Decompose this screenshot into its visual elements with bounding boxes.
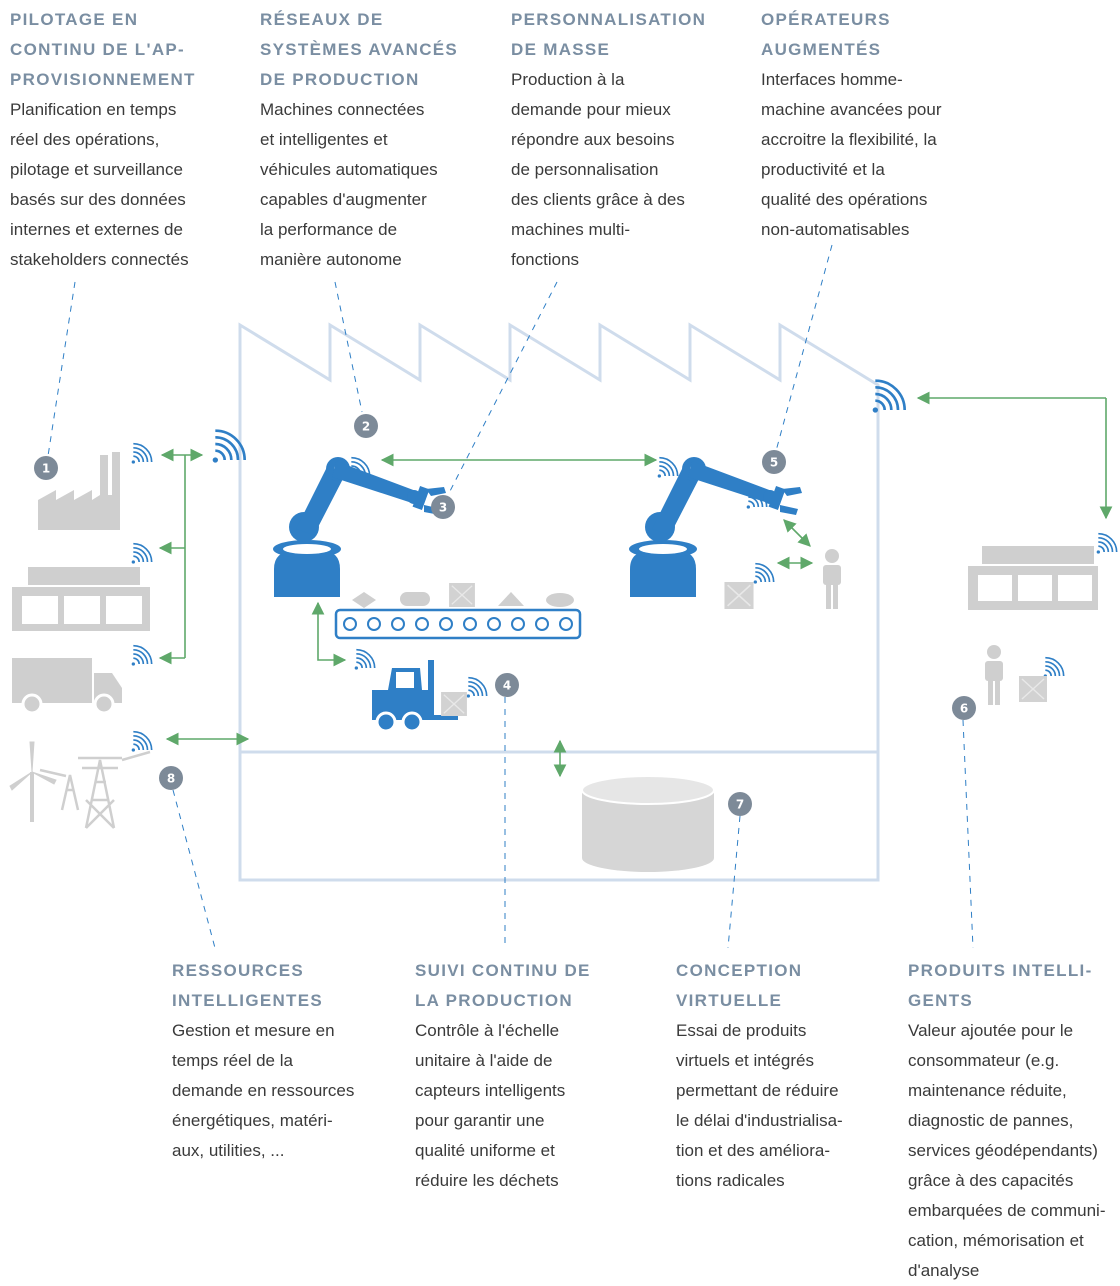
block-description: Valeur ajoutée pour le consommateur (e.g… [908, 1021, 1106, 1280]
badge-8: 8 [159, 766, 183, 790]
svg-text:6: 6 [960, 702, 968, 716]
package-box-icon [1018, 676, 1048, 702]
robot-arm-icon [629, 457, 802, 597]
block-pilotage-approvisionnement: PILOTAGE EN CONTINU DE L'AP- PROVISIONNE… [10, 5, 215, 275]
store-icon [968, 546, 1098, 610]
svg-text:8: 8 [167, 772, 175, 786]
badge-2: 2 [354, 414, 378, 438]
badge-4: 4 [495, 673, 519, 697]
block-conception-virtuelle: CONCEPTION VIRTUELLE Essai de produits v… [676, 956, 881, 1196]
block-description: Contrôle à l'échelle unitaire à l'aide d… [415, 1021, 566, 1190]
block-title: RÉSEAUX DE SYSTÈMES AVANCÉS DE PRODUCTIO… [260, 10, 459, 89]
block-title: CONCEPTION VIRTUELLE [676, 961, 803, 1010]
robot-arm-icon [273, 457, 446, 597]
factory-icon [38, 452, 120, 530]
block-title: PILOTAGE EN CONTINU DE L'AP- PROVISIONNE… [10, 10, 196, 89]
store-icon [12, 567, 150, 631]
block-title: RESSOURCES INTELLIGENTES [172, 961, 324, 1010]
antenna-icon [211, 379, 907, 464]
block-produits-intelligents: PRODUITS INTELLI- GENTS Valeur ajoutée p… [908, 956, 1113, 1286]
block-personnalisation-masse: PERSONNALISATION DE MASSE Production à l… [511, 5, 716, 275]
block-description: Machines connectées et intelligentes et … [260, 100, 438, 269]
data-flow-arrows [158, 391, 1113, 778]
block-description: Essai de produits virtuels et intégrés p… [676, 1021, 843, 1190]
badge-6: 6 [952, 696, 976, 720]
svg-text:1: 1 [42, 462, 50, 476]
block-title: SUIVI CONTINU DE LA PRODUCTION [415, 961, 591, 1010]
operator-person-icon [823, 549, 841, 609]
package-box-icon [724, 582, 754, 609]
badge-5: 5 [762, 450, 786, 474]
svg-text:3: 3 [439, 501, 447, 515]
conveyor-belt-icon [334, 583, 582, 640]
operator-person-icon [985, 645, 1003, 705]
block-title: OPÉRATEURS AUGMENTÉS [761, 10, 891, 59]
svg-text:2: 2 [362, 420, 370, 434]
svg-text:5: 5 [770, 456, 778, 470]
svg-text:4: 4 [503, 679, 511, 693]
block-operateurs-augmentes: OPÉRATEURS AUGMENTÉS Interfaces homme- m… [761, 5, 966, 245]
database-cylinder-icon [581, 775, 715, 872]
block-description: Production à la demande pour mieux répon… [511, 70, 685, 269]
block-title: PERSONNALISATION DE MASSE [511, 10, 707, 59]
truck-icon [12, 658, 122, 715]
block-reseaux-systemes: RÉSEAUX DE SYSTÈMES AVANCÉS DE PRODUCTIO… [260, 5, 465, 275]
block-title: PRODUITS INTELLI- GENTS [908, 961, 1093, 1010]
block-ressources-intelligentes: RESSOURCES INTELLIGENTES Gestion et mesu… [172, 956, 377, 1166]
leader-lines [47, 244, 974, 949]
wind-turbine-icon [9, 741, 57, 822]
badge-1: 1 [34, 456, 58, 480]
block-suivi-production: SUIVI CONTINU DE LA PRODUCTION Contrôle … [415, 956, 620, 1196]
forklift-icon [372, 660, 468, 733]
block-description: Planification en temps réel des opératio… [10, 100, 189, 269]
svg-text:7: 7 [736, 798, 744, 812]
block-description: Interfaces homme- machine avancées pour … [761, 70, 942, 239]
badge-3: 3 [431, 495, 455, 519]
block-description: Gestion et mesure en temps réel de la de… [172, 1021, 355, 1160]
power-pylon-icon [39, 750, 151, 829]
badge-7: 7 [728, 792, 752, 816]
